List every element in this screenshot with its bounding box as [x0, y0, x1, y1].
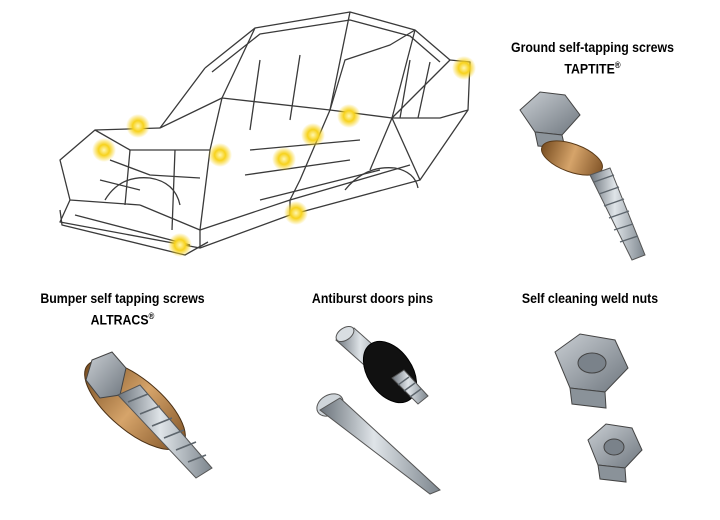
spot-tunnel-2: [301, 123, 325, 147]
taptite-label-line2: TAPTITE: [564, 60, 615, 77]
spot-bumper: [168, 233, 192, 257]
taptite-label-line1: Ground self-tapping screws: [511, 39, 674, 55]
door-pins-label-text: Antiburst doors pins: [311, 290, 434, 306]
weld-nuts-label-text: Self cleaning weld nuts: [521, 290, 659, 306]
spot-front-left: [92, 138, 116, 162]
car-body-frame: [59, 11, 471, 256]
door-pins-label: Antiburst doors pins: [300, 289, 445, 307]
taptite-label: Ground self-tapping screws TAPTITE®: [502, 38, 682, 78]
spot-rear-floor: [337, 104, 361, 128]
altracs-label: Bumper self tapping screws ALTRACS®: [32, 289, 212, 329]
spot-tunnel-1: [272, 147, 296, 171]
taptite-screw-image: [519, 91, 646, 261]
spot-rear: [452, 56, 476, 80]
altracs-label-line1: Bumper self tapping screws: [40, 290, 205, 306]
weld-nuts-label: Self cleaning weld nuts: [515, 289, 665, 307]
spot-sill: [284, 201, 308, 225]
door-pins-image: [316, 325, 441, 495]
altracs-screw-image: [84, 351, 213, 479]
weld-nuts-image: [554, 333, 643, 483]
spot-roof-pillar: [126, 114, 150, 138]
spot-cowl: [208, 143, 232, 167]
taptite-registered-mark: ®: [614, 60, 621, 70]
altracs-label-line2: ALTRACS: [90, 311, 149, 328]
altracs-registered-mark: ®: [148, 311, 155, 321]
highlight-spots: [92, 56, 476, 257]
